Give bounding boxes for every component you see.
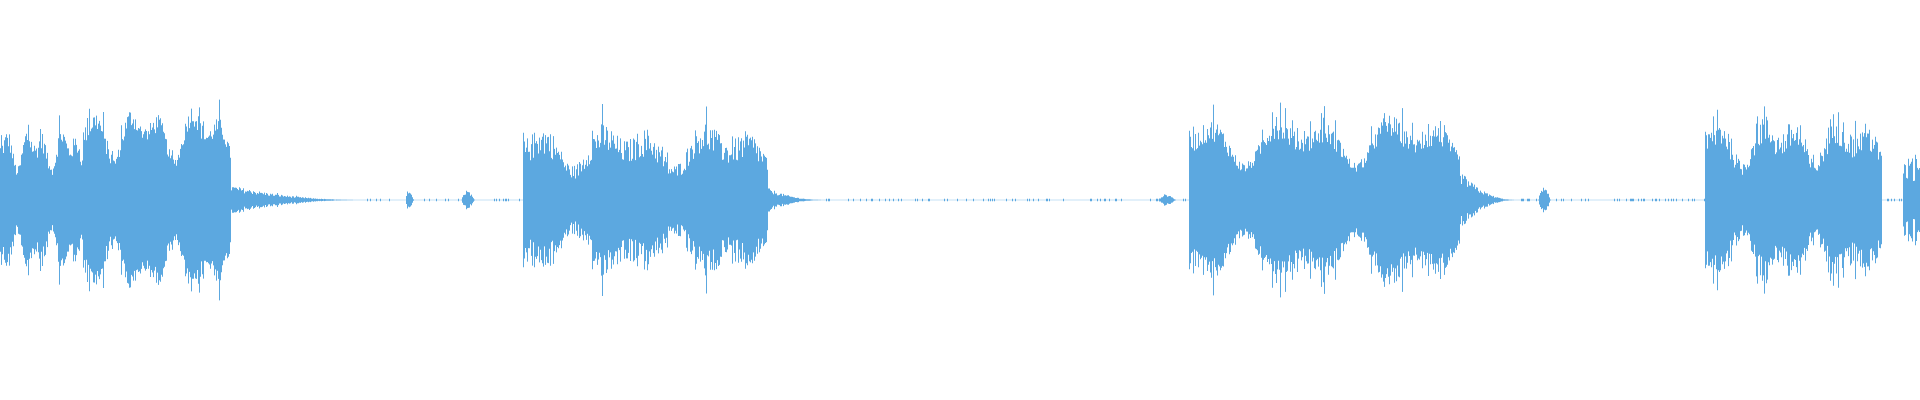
waveform-bars	[0, 99, 1920, 301]
waveform-signal	[0, 99, 1920, 301]
